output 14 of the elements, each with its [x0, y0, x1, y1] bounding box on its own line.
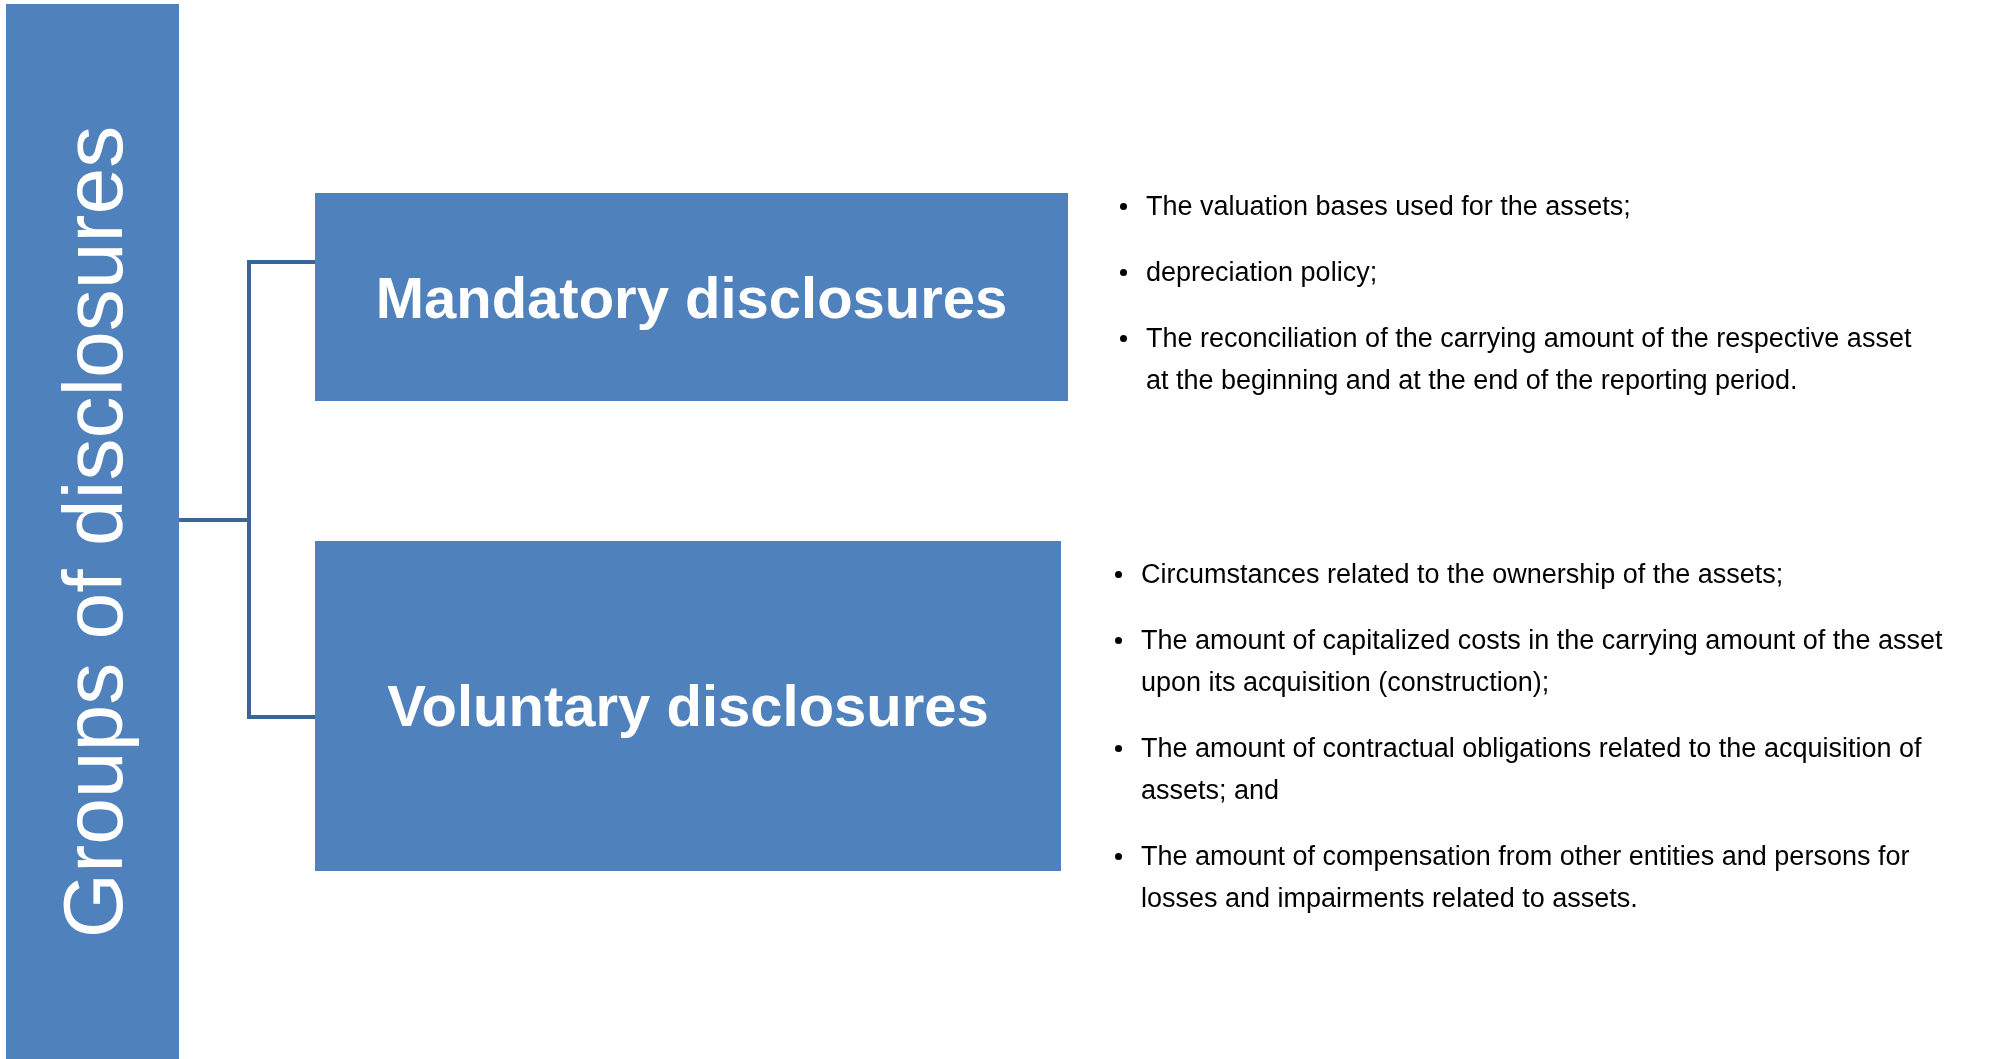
bullet-text: The valuation bases used for the assets;	[1146, 191, 1631, 221]
bullet-text: Circumstances related to the ownership of the assets;	[1141, 559, 1784, 589]
title-bar	[6, 4, 179, 1059]
category-box	[315, 193, 1068, 401]
bullet-text: The amount of compensation from other entities and persons for losses and impairments related to assets.	[1141, 841, 1910, 913]
bullet-text: The amount of capitalized costs in the carrying amount of the asset upon its acquisition (construction);	[1141, 625, 1943, 697]
bullet-text: depreciation policy;	[1146, 257, 1378, 287]
bullet-text: The reconciliation of the carrying amount of the respective asset at the beginning and at the end of the reporting period.	[1146, 323, 1912, 395]
bracket-connector	[179, 518, 315, 719]
bullet-text: The amount of contractual obligations related to the acquisition of assets; and	[1141, 733, 1922, 805]
category-box	[315, 541, 1061, 871]
category-title: Voluntary disclosures	[387, 671, 989, 739]
vertical-title: Groups of disclosures	[44, 125, 140, 938]
category-title: Mandatory disclosures	[375, 263, 1008, 331]
